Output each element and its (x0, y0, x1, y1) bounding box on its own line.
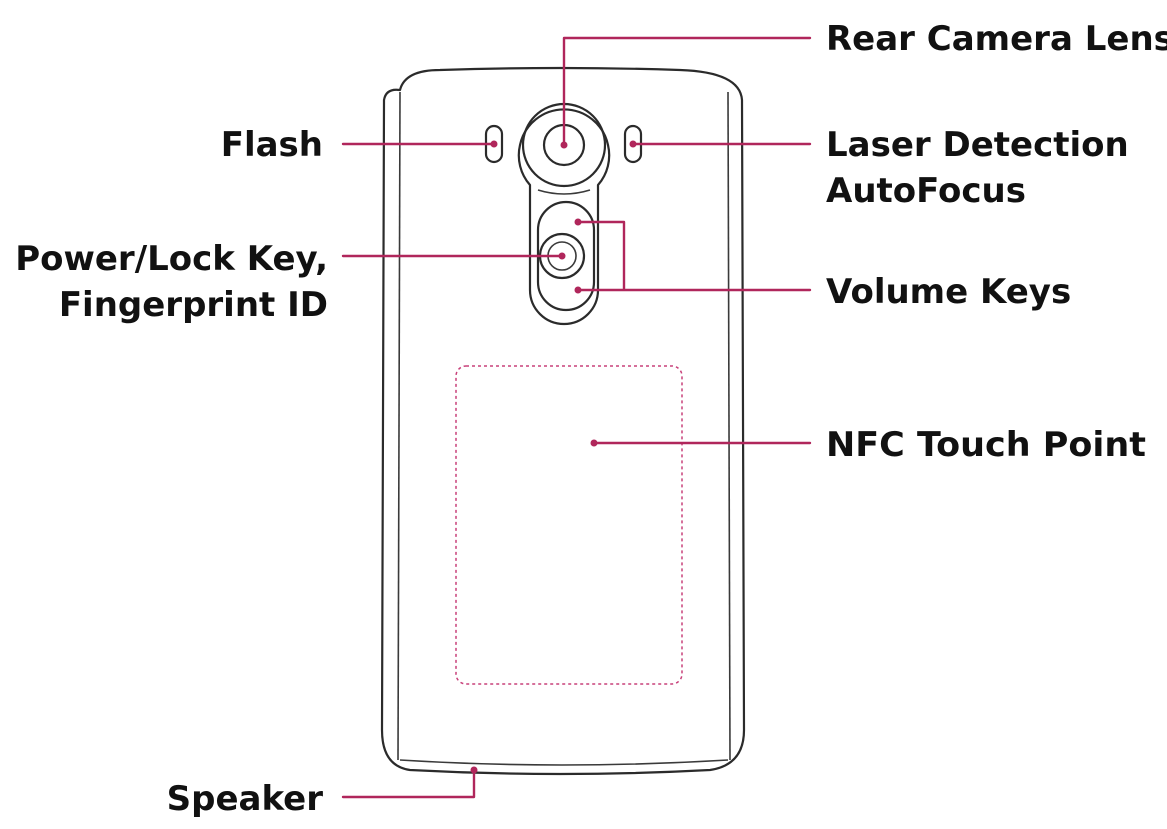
speaker-label: Speaker (167, 779, 324, 819)
rear-camera-leader (562, 36, 812, 147)
phone-outer-outline (380, 66, 746, 776)
laser-af-leader-dot (629, 140, 637, 148)
volume-keys-leader (576, 220, 812, 292)
power-key-label-line1: Power/Lock Key, (15, 239, 328, 279)
laser-af-label-line2: AutoFocus (826, 171, 1026, 211)
phone-body (380, 66, 746, 776)
volume-up-leader-dot (574, 218, 582, 226)
flash-leader-dot (490, 140, 498, 148)
power-key-label-line2: Fingerprint ID (59, 285, 328, 325)
labels: Rear Camera Lens Flash Laser Detection A… (15, 19, 1167, 819)
speaker-leader (341, 770, 476, 799)
phone-inner-edge-left (397, 91, 401, 761)
nfc-touch-point-label: NFC Touch Point (826, 425, 1146, 465)
camera-bezel-divider (537, 189, 591, 195)
phone-bottom-edge (399, 759, 729, 766)
laser-af-label-line1: Laser Detection (826, 125, 1129, 165)
volume-keys-label: Volume Keys (826, 272, 1071, 312)
power-key-leader-dot (558, 252, 566, 260)
flash-label: Flash (221, 125, 323, 165)
rear-camera-leader-dot (560, 141, 568, 149)
phone-inner-edge-right (727, 91, 731, 761)
nfc-touch-area (455, 365, 683, 685)
speaker-leader-dot (470, 766, 478, 774)
nfc-leader-dot (590, 439, 598, 447)
leader-lines (341, 36, 812, 799)
rear-camera-lens-label: Rear Camera Lens (826, 19, 1167, 59)
volume-down-leader-dot (574, 286, 582, 294)
